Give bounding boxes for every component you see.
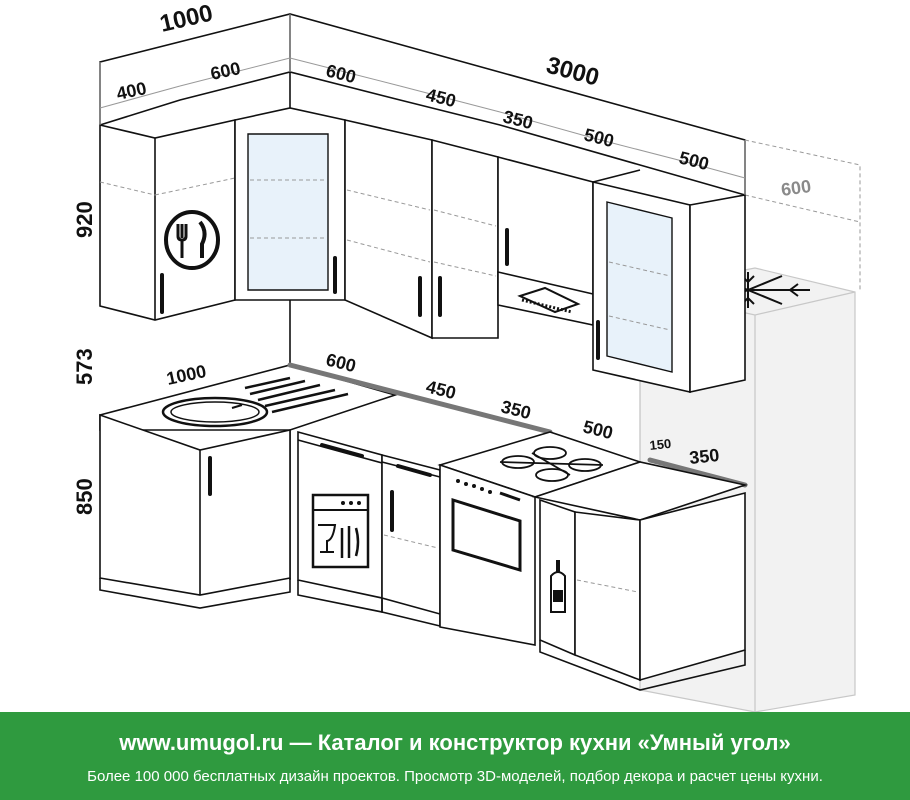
- base-cabinets: [99, 362, 749, 691]
- oven-icon: [451, 479, 522, 573]
- dimension-line: [399, 85, 501, 113]
- footer-subtitle: Более 100 000 бесплатных дизайн проектов…: [87, 768, 823, 785]
- dim-upper-left-depth: 1000: [157, 0, 215, 38]
- footer-banner: www.umugol.ru — Каталог и конструктор ку…: [0, 712, 910, 800]
- dimension-line: [289, 57, 401, 87]
- hob-icon: [499, 446, 604, 482]
- dim-upper-600-a: 600: [209, 58, 243, 84]
- dim-counter-gap: 150: [649, 436, 672, 453]
- dim-gap-height: 573: [72, 348, 97, 385]
- dimension-line: [179, 57, 291, 87]
- dim-upper-600-b: 600: [324, 60, 358, 87]
- dim-counter-end: 350: [688, 445, 720, 468]
- cutlery-icon: [164, 210, 220, 270]
- dim-counter-1000: 1000: [165, 361, 208, 389]
- dimension-line: [499, 111, 594, 139]
- range-hood-icon: [517, 286, 581, 314]
- drainboard: [244, 376, 349, 414]
- dim-counter-500: 500: [581, 416, 615, 443]
- sink-icon: [161, 396, 269, 428]
- dimension-line: [99, 85, 181, 109]
- dim-upper-400: 400: [115, 78, 149, 104]
- dim-upper-total: 3000: [543, 52, 602, 92]
- upper-cabinets: [99, 71, 746, 394]
- dim-fridge-depth: 600: [780, 176, 813, 200]
- dim-base-height: 850: [72, 478, 97, 515]
- dim-upper-height: 920: [72, 201, 97, 238]
- footer-title[interactable]: www.umugol.ru — Каталог и конструктор ку…: [119, 730, 791, 755]
- dimension-line: [689, 162, 746, 179]
- dishwasher-icon: [311, 493, 370, 569]
- dim-upper-500-a: 500: [582, 124, 616, 151]
- dim-upper-500-b: 500: [677, 147, 711, 174]
- bottle-icon: [550, 560, 566, 613]
- dimension-line: [592, 137, 691, 164]
- dim-counter-600: 600: [324, 349, 358, 376]
- kitchen-diagram: 1000 3000 400 600 600 450 350 500 500 60…: [72, 0, 861, 712]
- dimension-lines: [99, 14, 746, 195]
- dim-upper-350: 350: [501, 106, 535, 133]
